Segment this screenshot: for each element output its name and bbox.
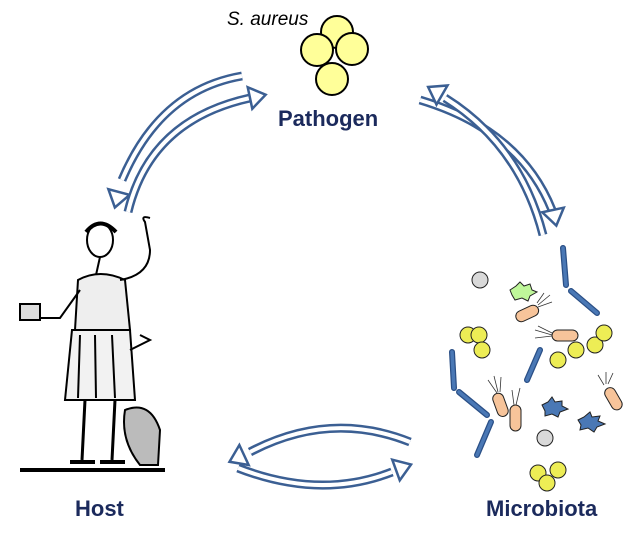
microbiota-cluster-icon xyxy=(449,245,623,492)
pathogen-species-label: S. aureus xyxy=(227,9,309,30)
arrow-host-microbiota-pair xyxy=(223,423,417,490)
microbiota-label: Microbiota xyxy=(486,496,598,521)
staphylococcus-cluster-icon xyxy=(300,15,369,96)
host-figure-icon xyxy=(19,216,165,472)
arrow-host-pathogen-pair xyxy=(102,71,270,214)
host-label: Host xyxy=(75,496,124,521)
pathogen-label: Pathogen xyxy=(278,106,379,131)
arrow-pathogen-microbiota-pair xyxy=(418,76,569,237)
